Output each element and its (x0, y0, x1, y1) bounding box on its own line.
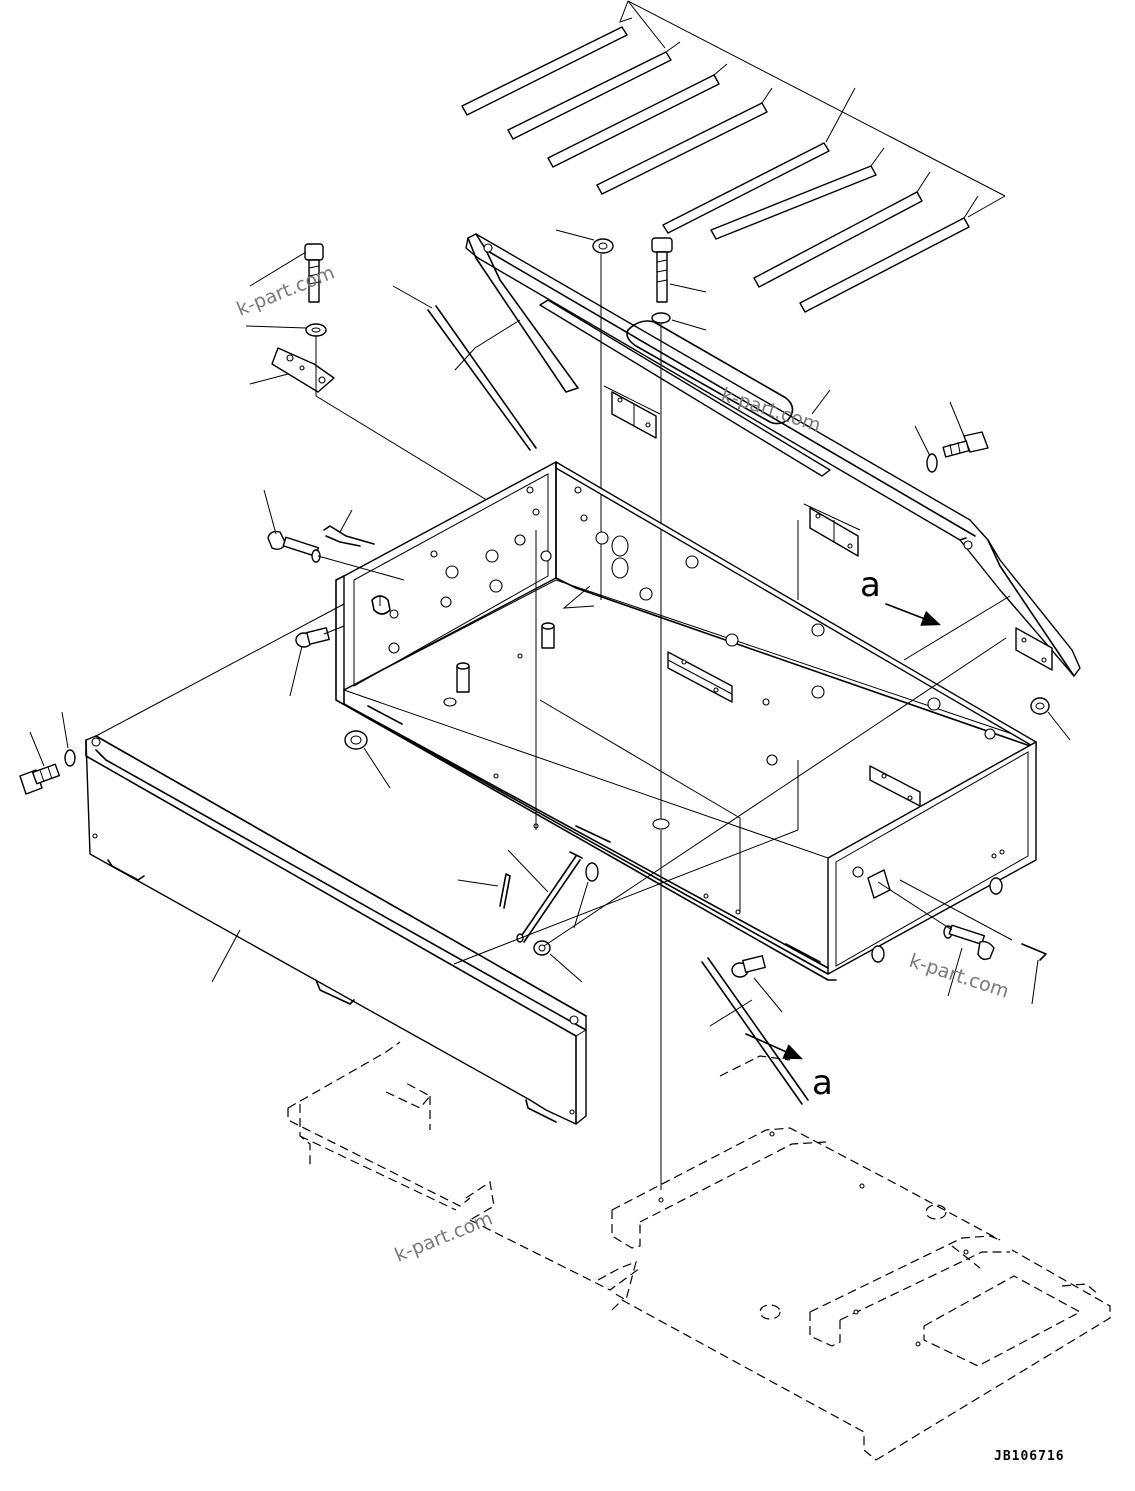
strip-1 (461, 26, 628, 116)
watermark-1: k-part.com (234, 261, 338, 320)
washer-upper-center (555, 229, 614, 254)
floor-bracket-2 (869, 765, 921, 807)
grommet-right (1030, 697, 1071, 741)
bolt-upper-right (942, 401, 989, 458)
spring-pin-center (457, 873, 511, 909)
watermark-4: k-part.com (392, 1207, 496, 1266)
hinge-lower (803, 503, 861, 557)
pin-left (289, 627, 330, 697)
view-a-lower: a (745, 1033, 833, 1103)
floor-bracket-1 (667, 651, 733, 703)
left-wall-latch (371, 595, 399, 619)
main-box (335, 461, 1038, 981)
floor-standoff (541, 622, 555, 649)
washer-upper-right (914, 425, 938, 473)
strip-leaders (619, 0, 1006, 219)
drawing-code: JB106716 (994, 1449, 1065, 1464)
t-handle-left (263, 489, 321, 563)
bracket-upper-left (249, 347, 335, 393)
strip-4 (596, 102, 768, 195)
bolt-upper-center (651, 237, 707, 303)
pin-lower-right (731, 955, 783, 1013)
lid-panel (465, 233, 1081, 677)
spring-pin-left (323, 509, 375, 547)
washer-lower-center (573, 862, 599, 929)
strip-6 (710, 165, 877, 240)
gas-strut-left (392, 285, 537, 451)
hinge-upper (603, 385, 661, 439)
washer-upper-center-2 (651, 312, 707, 331)
grommet-lower-center (533, 940, 583, 983)
view-label-a-lower: a (812, 1063, 833, 1103)
grommet-front-left (344, 730, 391, 789)
strip-3 (547, 74, 720, 168)
front-cover-panel (85, 735, 587, 1125)
washer-upper-left (245, 323, 327, 337)
bolt-left-cover (19, 731, 61, 795)
view-a-upper: a (860, 565, 941, 626)
base-frame-dashed (287, 1041, 1111, 1461)
rubber-strips (461, 0, 1006, 313)
strip-8 (799, 217, 970, 313)
bolt-upper-left (249, 243, 324, 303)
strip-7 (753, 191, 923, 288)
strip-2 (507, 51, 672, 140)
lid-striker (1015, 627, 1053, 671)
washer-left-cover (61, 711, 76, 767)
floor-standoff-2 (443, 662, 470, 707)
view-label-a-upper: a (860, 565, 881, 605)
spring-pin-right (1021, 943, 1047, 1005)
gas-strut-right (701, 957, 809, 1105)
strip-5 (662, 142, 830, 234)
